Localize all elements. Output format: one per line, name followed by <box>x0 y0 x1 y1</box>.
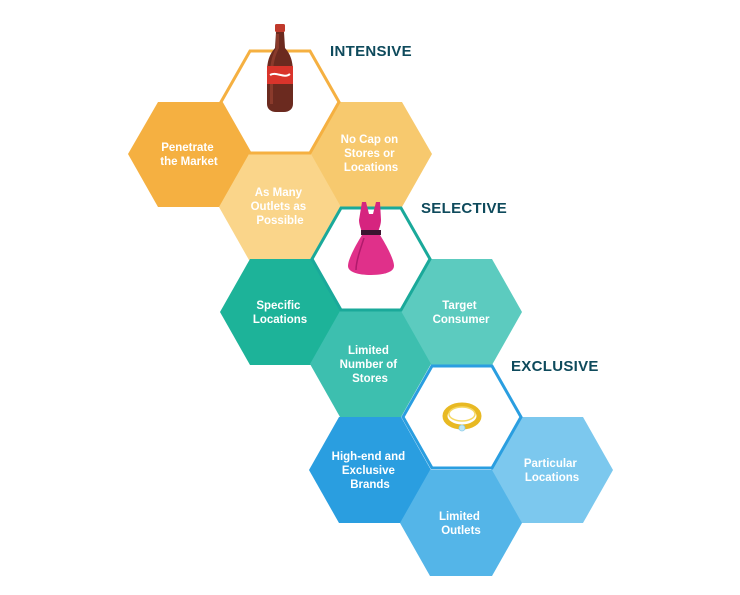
intensive-right-hex <box>310 102 432 207</box>
selective-left-hex <box>220 259 341 365</box>
selective-left-label: Specific Locations <box>253 300 307 326</box>
intensive-left-label: Penetrate the Market <box>160 142 218 168</box>
intensive-title: INTENSIVE <box>330 43 412 60</box>
ring-icon <box>442 402 482 432</box>
exclusive-bottom-hex <box>400 470 522 576</box>
selective-title: SELECTIVE <box>421 200 507 217</box>
intensive-left-hex <box>128 102 250 207</box>
selective-bottom-label: Limited Number of Stores <box>340 345 401 385</box>
soda-bottle-icon <box>267 24 293 112</box>
intensive-bottom-label: As Many Outlets as Possible <box>251 187 310 227</box>
exclusive-left-hex <box>309 417 431 523</box>
exclusive-bottom-label: Limited Outlets <box>439 511 483 537</box>
exclusive-icon-hex <box>401 364 523 470</box>
exclusive-group: High-end and Exclusive Brands Particular… <box>309 358 613 576</box>
selective-group: Specific Locations Target Consumer Limit… <box>220 200 522 417</box>
intensive-right-label: No Cap on Stores or Locations <box>341 134 402 174</box>
exclusive-title: EXCLUSIVE <box>511 358 599 375</box>
exclusive-right-label: Particular Locations <box>524 458 580 484</box>
intensive-group: Penetrate the Market No Cap on Stores or… <box>128 24 432 260</box>
selective-right-label: Target Consumer <box>433 300 490 326</box>
selective-bottom-hex <box>310 311 431 417</box>
dress-icon <box>348 202 394 275</box>
exclusive-left-label: High-end and Exclusive Brands <box>332 451 409 491</box>
intensive-bottom-hex <box>219 154 341 260</box>
selective-right-hex <box>401 259 522 365</box>
exclusive-right-hex <box>491 417 613 523</box>
